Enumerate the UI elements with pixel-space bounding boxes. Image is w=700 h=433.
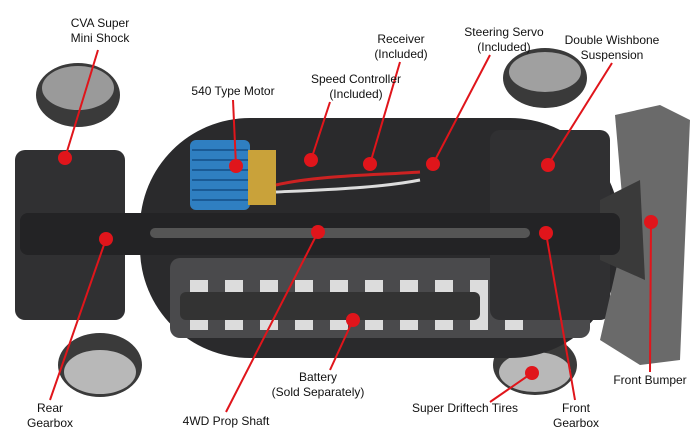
label-speed-controller: Speed Controller (Included)	[311, 72, 401, 102]
label-line: Receiver	[377, 32, 425, 46]
callout-dot-receiver	[363, 157, 377, 171]
label-line: 540 Type Motor	[191, 84, 275, 98]
label-line: Double Wishbone	[564, 33, 660, 47]
label-line: Front	[561, 401, 590, 415]
callout-dot-suspension	[541, 158, 555, 172]
battery-strap	[180, 292, 480, 320]
callout-dot-battery	[346, 313, 360, 327]
label-front-gearbox: Front Gearbox	[553, 401, 599, 431]
label-line: Gearbox	[552, 416, 600, 430]
label-steering-servo: Steering Servo (Included)	[464, 25, 543, 55]
label-tires: Super Driftech Tires	[412, 401, 518, 416]
label-motor: 540 Type Motor	[191, 84, 274, 99]
label-line: (Included)	[374, 47, 428, 61]
label-rear-gearbox: Rear Gearbox	[27, 401, 73, 431]
label-receiver: Receiver (Included)	[374, 32, 427, 62]
label-line: (Included)	[477, 40, 531, 54]
callout-dot-servo	[426, 157, 440, 171]
label-line: 4WD Prop Shaft	[182, 414, 270, 428]
label-front-bumper: Front Bumper	[613, 373, 686, 388]
wheels	[36, 48, 587, 397]
callout-dot-front-gearbox	[539, 226, 553, 240]
label-line: Battery	[298, 370, 337, 384]
callout-dot-shock	[58, 151, 72, 165]
label-cva-shock: CVA Super Mini Shock	[71, 16, 130, 46]
callout-dot-tires	[525, 366, 539, 380]
label-line: Speed Controller	[310, 72, 402, 86]
label-line: (Included)	[329, 87, 383, 101]
label-line: Gearbox	[26, 416, 74, 430]
label-line: (Sold Separately)	[271, 385, 365, 399]
label-battery: Battery (Sold Separately)	[272, 370, 365, 400]
callout-dot-speed-controller	[304, 153, 318, 167]
callout-dot-rear-gearbox	[99, 232, 113, 246]
label-line: Steering Servo	[464, 25, 544, 39]
callout-lines	[49, 49, 652, 413]
callout-dot-bumper	[644, 215, 658, 229]
label-line: Rear	[36, 401, 63, 415]
label-suspension: Double Wishbone Suspension	[565, 33, 660, 63]
label-line: Suspension	[580, 48, 644, 62]
callout-dot-prop-shaft	[311, 225, 325, 239]
front-bumper-shape	[600, 105, 690, 365]
label-line: Mini Shock	[70, 31, 130, 45]
label-line: CVA Super	[70, 16, 130, 30]
label-line: Super Driftech Tires	[411, 401, 519, 415]
label-prop-shaft: 4WD Prop Shaft	[183, 414, 270, 429]
motor-can	[248, 150, 276, 205]
callout-dot-motor	[229, 159, 243, 173]
label-line: Front Bumper	[613, 373, 687, 387]
